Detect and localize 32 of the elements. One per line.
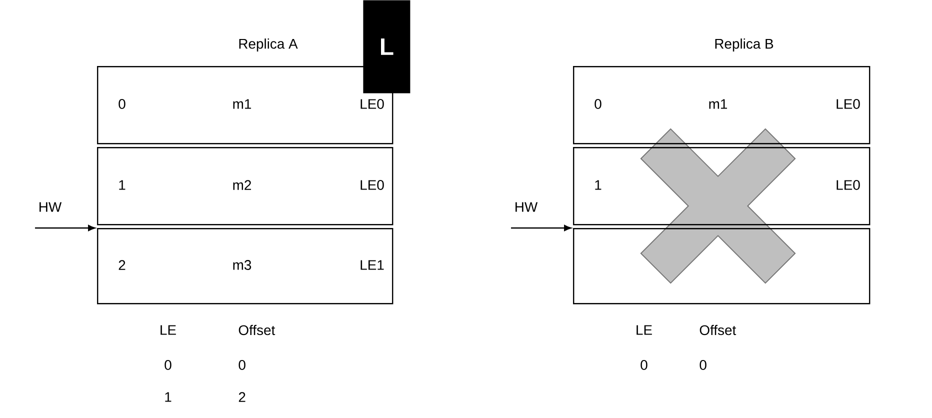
- row-text: 0: [118, 99, 126, 109]
- row-text: LE0: [360, 99, 384, 109]
- row-text: LE0: [836, 180, 860, 190]
- arrow: [511, 224, 572, 232]
- table-cell: 0: [700, 360, 706, 370]
- row-text: m1: [233, 99, 252, 109]
- replica-title: Replica B: [715, 38, 774, 52]
- row-text: LE0: [836, 99, 860, 109]
- table-cell: 0: [238, 360, 246, 370]
- row-text: 2: [118, 260, 126, 270]
- table-cell: 2: [238, 392, 246, 402]
- arrow: [35, 224, 96, 232]
- row-text: 1: [595, 180, 602, 190]
- table-cell: 1: [165, 392, 172, 402]
- edge-label: HW: [40, 202, 62, 212]
- row-text: 1: [119, 180, 126, 190]
- row-text: LE0: [360, 180, 384, 190]
- replica-title: Replica A: [239, 38, 298, 52]
- table-cell: 0: [164, 360, 172, 370]
- table-cell: LE: [160, 325, 176, 335]
- row-text: m1: [709, 99, 728, 109]
- table-cell: Offset: [700, 324, 736, 336]
- table-cell: LE: [636, 325, 652, 335]
- leader-badge: L: [363, 0, 410, 94]
- row-text: 0: [594, 99, 602, 109]
- table-cell: 0: [640, 360, 648, 370]
- row-box: [573, 228, 870, 304]
- row-text: LE1: [360, 260, 384, 270]
- table-cell: Offset: [238, 324, 276, 336]
- row-text: m2: [233, 180, 251, 190]
- edge-label: HW: [516, 202, 538, 212]
- row-text: m3: [233, 260, 252, 270]
